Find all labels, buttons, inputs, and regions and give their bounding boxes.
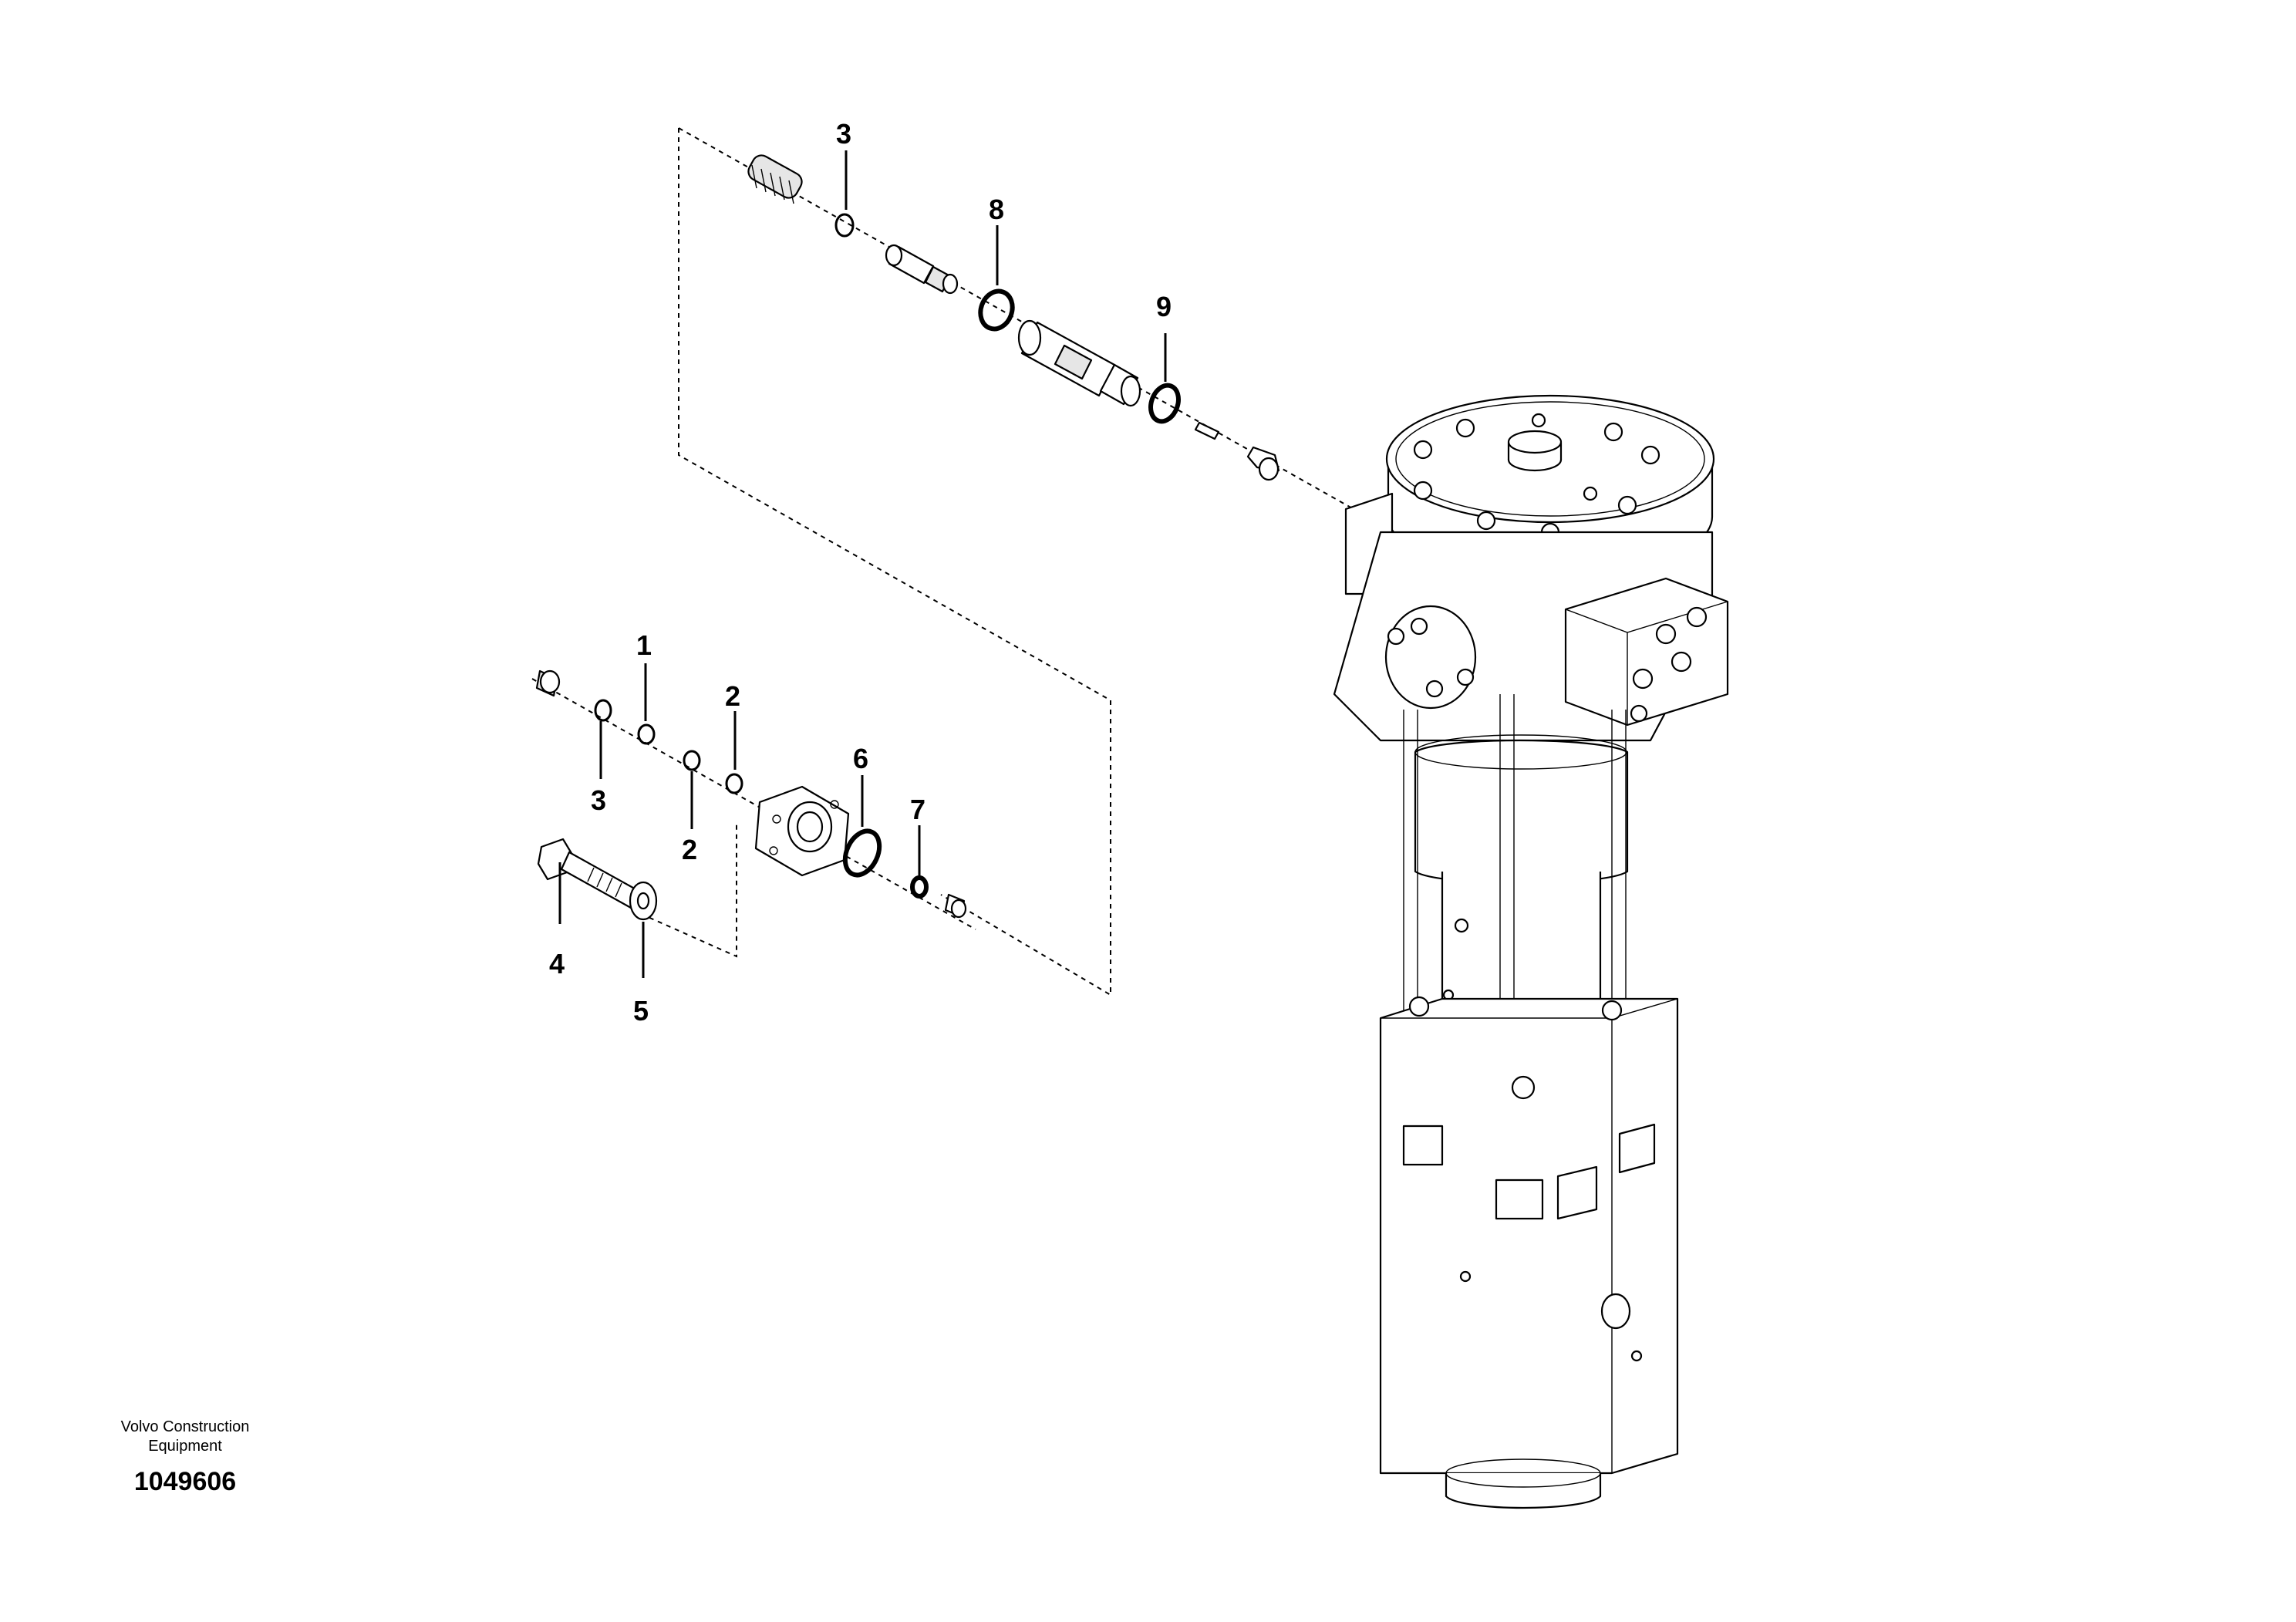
spring-part xyxy=(747,154,803,204)
callout-9: 9 xyxy=(1156,291,1172,322)
drawing-caption: Volvo Construction Equipment 1049606 xyxy=(93,1418,278,1497)
o-ring-8 xyxy=(978,288,1015,332)
flange-part xyxy=(754,785,850,877)
assembly-lines xyxy=(531,127,1354,996)
pin-part xyxy=(1194,421,1220,440)
main-cylinder-assembly xyxy=(1333,394,1729,1509)
plug-part xyxy=(1246,446,1280,481)
callout-4: 4 xyxy=(549,948,565,980)
callout-2-right: 2 xyxy=(725,680,740,712)
callout-1: 1 xyxy=(636,629,652,661)
callout-7: 7 xyxy=(910,794,925,825)
callout-8: 8 xyxy=(989,194,1004,225)
lower-valve-parts xyxy=(535,669,967,921)
seal-ring-2-left xyxy=(683,750,701,771)
callout-2-low: 2 xyxy=(682,834,697,865)
callout-3-low: 3 xyxy=(591,784,606,816)
lower-plug-part xyxy=(535,669,561,697)
valve-cartridge-part xyxy=(1017,319,1141,407)
o-ring-9 xyxy=(1148,383,1181,424)
bolt-4-part xyxy=(537,838,640,909)
callout-numbers: 3 8 9 1 2 3 2 6 7 4 5 xyxy=(549,118,1172,1027)
leader-lines xyxy=(558,150,1167,978)
caption-org-line2: Equipment xyxy=(148,1438,222,1455)
seal-ring-2-right xyxy=(725,773,743,794)
callout-6: 6 xyxy=(853,743,868,774)
callout-5: 5 xyxy=(633,995,649,1027)
drawing-number: 1049606 xyxy=(133,1467,237,1496)
washer-5-part xyxy=(629,881,658,921)
caption-org-line1: Volvo Construction xyxy=(120,1418,250,1435)
callout-3-top: 3 xyxy=(836,118,851,150)
piston-part xyxy=(885,244,959,295)
upper-valve-parts xyxy=(747,154,1280,481)
seal-ring-1 xyxy=(637,723,656,745)
seal-ring-3-upper xyxy=(834,213,855,238)
small-plug-part xyxy=(944,893,967,919)
o-ring-6 xyxy=(842,828,882,878)
o-ring-7 xyxy=(910,875,929,899)
seal-ring-3-lower xyxy=(594,699,612,722)
